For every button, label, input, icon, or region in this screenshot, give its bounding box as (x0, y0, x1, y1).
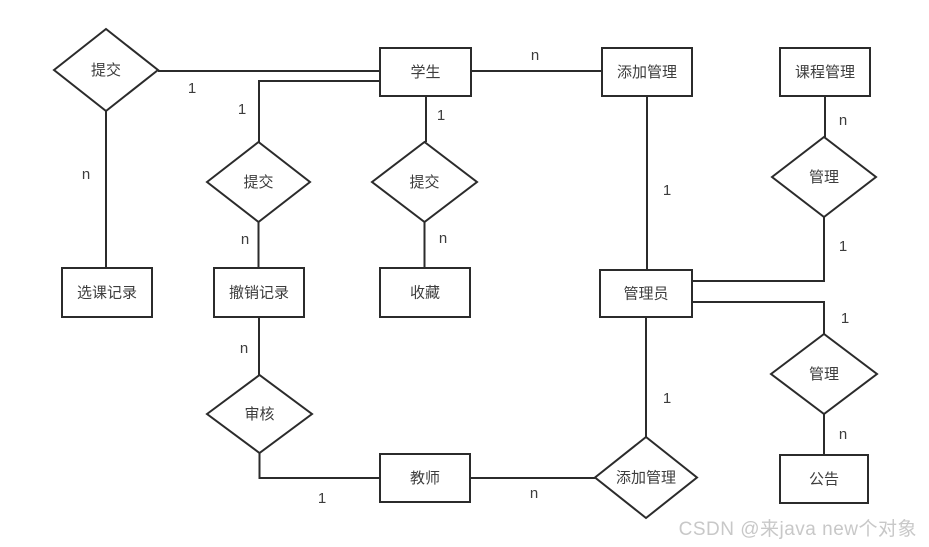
entity-label-favorites: 收藏 (410, 285, 440, 302)
relationship-add-manage-bottom (593, 435, 699, 520)
edge-administrator-manage-lower (692, 301, 825, 334)
relationship-submit-left (52, 27, 160, 113)
entity-course-manage (779, 47, 871, 97)
relationship-submit-right (370, 140, 479, 224)
edge-cardinality-label: 1 (188, 80, 196, 97)
csdn-watermark: CSDN @来java new个对象 (678, 519, 917, 540)
relationship-label-manage-upper: 管理 (809, 169, 839, 186)
entity-add-manage-top (601, 47, 693, 97)
entity-label-course-records: 选课记录 (77, 285, 137, 302)
relationship-label-submit-left: 提交 (91, 61, 121, 79)
edge-cardinality-label: 1 (238, 101, 246, 118)
entity-administrator (599, 269, 693, 318)
edge-cardinality-label: n (240, 340, 248, 357)
edge-cardinality-label: 1 (318, 490, 326, 507)
relationship-manage-upper (770, 135, 878, 219)
relationship-label-manage-lower: 管理 (809, 366, 839, 383)
edge-student-submit-mid (258, 80, 380, 142)
edge-cardinality-label: 1 (839, 238, 847, 255)
edge-cardinality-label: 1 (663, 182, 671, 199)
edge-cardinality-label: n (82, 166, 90, 183)
entity-label-course-manage: 课程管理 (795, 64, 855, 81)
relationship-label-add-manage-bottom: 添加管理 (616, 470, 676, 487)
entity-label-teacher: 教师 (410, 470, 440, 487)
entity-notice (779, 454, 869, 504)
relationship-label-review: 审核 (244, 406, 274, 423)
relationship-label-submit-mid: 提交 (243, 173, 273, 191)
entity-course-records (61, 267, 153, 318)
relationship-manage-lower (769, 332, 879, 416)
entity-favorites (379, 267, 471, 318)
relationship-submit-mid (205, 140, 312, 224)
edge-cardinality-label: 1 (437, 107, 445, 124)
edge-cardinality-label: n (531, 47, 539, 64)
entity-teacher (379, 453, 471, 503)
edge-cardinality-label: n (530, 485, 538, 502)
relationship-label-submit-right: 提交 (409, 173, 439, 191)
entity-label-student: 学生 (410, 64, 440, 81)
edge-cardinality-label: n (839, 426, 847, 443)
edge-cardinality-label: n (241, 231, 249, 248)
entity-label-notice: 公告 (809, 471, 839, 488)
edge-cardinality-label: 1 (841, 310, 849, 327)
edge-manage-upper-administrator (692, 217, 825, 282)
entity-student (379, 47, 472, 97)
edge-cardinality-label: n (439, 230, 447, 247)
edge-cardinality-label: 1 (663, 390, 671, 407)
relationship-review (205, 373, 314, 455)
entity-label-add-manage-top: 添加管理 (617, 64, 677, 81)
edge-cardinality-label: n (839, 112, 847, 129)
edge-review-teacher (258, 453, 380, 479)
entity-label-cancel-records: 撤销记录 (229, 285, 289, 302)
entity-cancel-records (213, 267, 305, 318)
entity-label-administrator: 管理员 (623, 286, 668, 303)
